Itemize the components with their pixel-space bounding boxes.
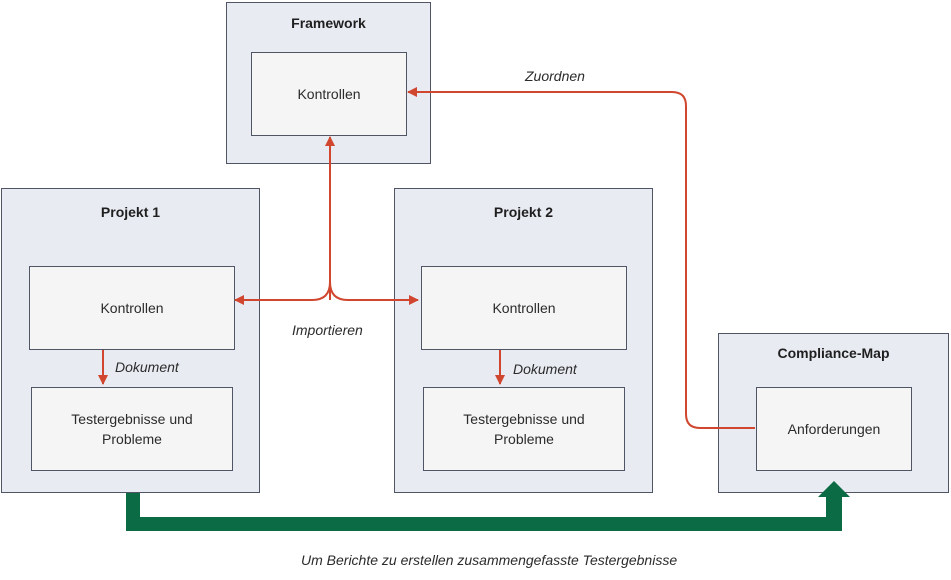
- compliance-map-title: Compliance-Map: [777, 345, 890, 361]
- framework-title: Framework: [291, 15, 366, 31]
- project2-title: Projekt 2: [493, 204, 554, 220]
- compliance-map-box: Compliance-Map Anforderungen: [718, 333, 949, 493]
- requirements-label: Anforderungen: [787, 421, 881, 437]
- project2-results-line1: Testergebnisse und: [463, 411, 585, 427]
- import-arrow-to-project2: [329, 281, 419, 305]
- import-arrow-to-project1: [234, 281, 331, 305]
- map-arrow: [407, 87, 755, 429]
- project2-results-box: Testergebnisse und Probleme: [423, 387, 625, 471]
- project2-controls-label: Kontrollen: [492, 300, 556, 316]
- project2-box: Projekt 2 Kontrollen Testergebnisse und …: [394, 188, 653, 493]
- framework-controls-box: Kontrollen: [251, 52, 407, 136]
- project1-results-line1: Testergebnisse und: [71, 411, 193, 427]
- project1-results-line2: Probleme: [102, 431, 162, 447]
- project1-results-box: Testergebnisse und Probleme: [31, 387, 233, 471]
- project2-results-line2: Probleme: [494, 431, 554, 447]
- project1-controls-label: Kontrollen: [100, 300, 164, 316]
- summary-label: Um Berichte zu erstellen zusammengefasst…: [301, 552, 678, 568]
- project2-controls-box: Kontrollen: [421, 266, 627, 350]
- project1-box: Projekt 1 Kontrollen Testergebnisse und …: [1, 188, 260, 493]
- project1-controls-box: Kontrollen: [29, 266, 235, 350]
- map-label: Zuordnen: [525, 68, 585, 84]
- document-label-project2: Dokument: [513, 361, 577, 377]
- requirements-box: Anforderungen: [756, 387, 912, 471]
- project1-title: Projekt 1: [100, 204, 161, 220]
- document-label-project1: Dokument: [115, 359, 179, 375]
- summary-arrow: [126, 481, 850, 531]
- import-label: Importieren: [292, 322, 363, 338]
- framework-controls-label: Kontrollen: [297, 86, 361, 102]
